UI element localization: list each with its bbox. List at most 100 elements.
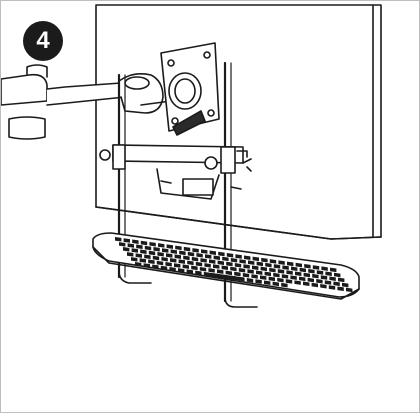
- keyboard-key: [183, 246, 191, 252]
- monitor-back: [95, 4, 382, 240]
- keyboard-key: [230, 266, 237, 272]
- keyboard-key: [143, 263, 151, 268]
- keyboard-key: [140, 249, 147, 254]
- keyboard-key: [226, 253, 234, 258]
- tray-hooks: [118, 270, 258, 308]
- keyboard-key: [286, 270, 293, 275]
- keyboard-key: [135, 262, 142, 267]
- keyboard-key: [191, 256, 199, 262]
- keyboard-key: [187, 260, 194, 266]
- keyboard-key: [346, 287, 353, 293]
- keyboard-key: [119, 242, 126, 247]
- keyboard-key: [191, 265, 198, 271]
- keyboard-key: [316, 278, 323, 284]
- keyboard-key: [243, 264, 250, 269]
- keyboard-key: [303, 281, 310, 287]
- keyboard-key: [221, 265, 229, 271]
- keyboard-key: [135, 253, 143, 258]
- keyboard-key: [195, 261, 203, 267]
- keyboard-key: [153, 247, 160, 252]
- vesa-mount-plate: [160, 42, 220, 136]
- keyboard-key: [264, 280, 271, 285]
- keyboard-key: [282, 265, 289, 270]
- keyboard-key: [308, 268, 315, 274]
- keyboard-key: [265, 262, 272, 268]
- keyboard-key: [166, 253, 173, 258]
- keyboard-key: [209, 259, 216, 264]
- keyboard-key: [132, 239, 139, 244]
- keyboard-key: [156, 260, 164, 266]
- keyboard-key: [268, 276, 276, 282]
- keyboard-key: [131, 257, 138, 262]
- keyboard-key: [174, 254, 182, 259]
- keyboard-key: [217, 260, 225, 266]
- keyboard-key: [246, 278, 254, 283]
- keyboard-key: [281, 282, 288, 288]
- keyboard-key: [200, 258, 207, 263]
- keyboard-key: [139, 258, 147, 263]
- keyboard-key: [201, 249, 208, 254]
- keyboard-key: [316, 270, 324, 275]
- keyboard-key: [290, 275, 297, 280]
- keyboard-key: [192, 248, 199, 253]
- keyboard-key: [248, 260, 255, 265]
- keyboard-key: [158, 243, 165, 248]
- keyboard-key: [182, 264, 190, 269]
- keyboard-key: [277, 277, 284, 283]
- keyboard-key: [320, 275, 328, 280]
- keyboard-key: [238, 276, 245, 282]
- keyboard-key: [165, 262, 172, 267]
- keyboard-key: [320, 283, 327, 289]
- keyboard-key: [295, 262, 303, 268]
- keyboard-key: [199, 266, 207, 272]
- keyboard-key: [208, 268, 215, 273]
- keyboard-key: [312, 265, 320, 270]
- keyboard-key: [324, 280, 332, 285]
- keyboard-key: [273, 264, 281, 269]
- keyboard-key: [157, 251, 164, 257]
- keyboard-key: [329, 276, 336, 281]
- keyboard-key: [261, 257, 268, 263]
- keyboard-key: [140, 240, 148, 246]
- keyboard-key: [166, 244, 174, 249]
- keyboard-key: [239, 259, 246, 264]
- keyboard-key: [299, 267, 307, 273]
- keyboard-key: [175, 245, 182, 251]
- keyboard-key: [338, 277, 345, 283]
- keyboard-key: [222, 256, 229, 262]
- keyboard-key: [252, 256, 260, 262]
- keyboard-key: [244, 255, 251, 260]
- keyboard-key: [291, 266, 298, 272]
- keyboard-key: [218, 251, 225, 257]
- keyboard-key: [281, 274, 289, 279]
- keyboard-key: [285, 279, 293, 284]
- keyboard-key: [333, 281, 340, 287]
- keyboard-key: [330, 267, 337, 273]
- monitor-lower-bracket: [156, 166, 252, 200]
- keyboard-key: [337, 286, 344, 291]
- keyboard-key: [234, 263, 242, 268]
- keyboard-key: [294, 280, 301, 285]
- keyboard-key: [295, 271, 302, 277]
- keyboard-key: [273, 272, 280, 278]
- keyboard-key: [179, 250, 186, 256]
- keyboard-key: [312, 273, 319, 279]
- keyboard-key: [251, 274, 258, 279]
- keyboard-key: [127, 252, 134, 257]
- keyboard-key: [161, 256, 168, 262]
- keyboard-key: [260, 266, 268, 272]
- keyboard-key: [321, 266, 328, 271]
- keyboard-key: [256, 261, 264, 267]
- keyboard-key: [162, 248, 169, 253]
- keyboard-key: [247, 269, 254, 274]
- keyboard-key: [221, 274, 228, 279]
- keyboard-key: [255, 279, 262, 284]
- keyboard-key: [272, 281, 280, 287]
- keyboard-key: [148, 259, 155, 264]
- keyboard-key: [187, 251, 195, 257]
- keyboard-key: [149, 241, 156, 247]
- keyboard-key: [217, 269, 224, 274]
- keyboard-key: [170, 258, 177, 263]
